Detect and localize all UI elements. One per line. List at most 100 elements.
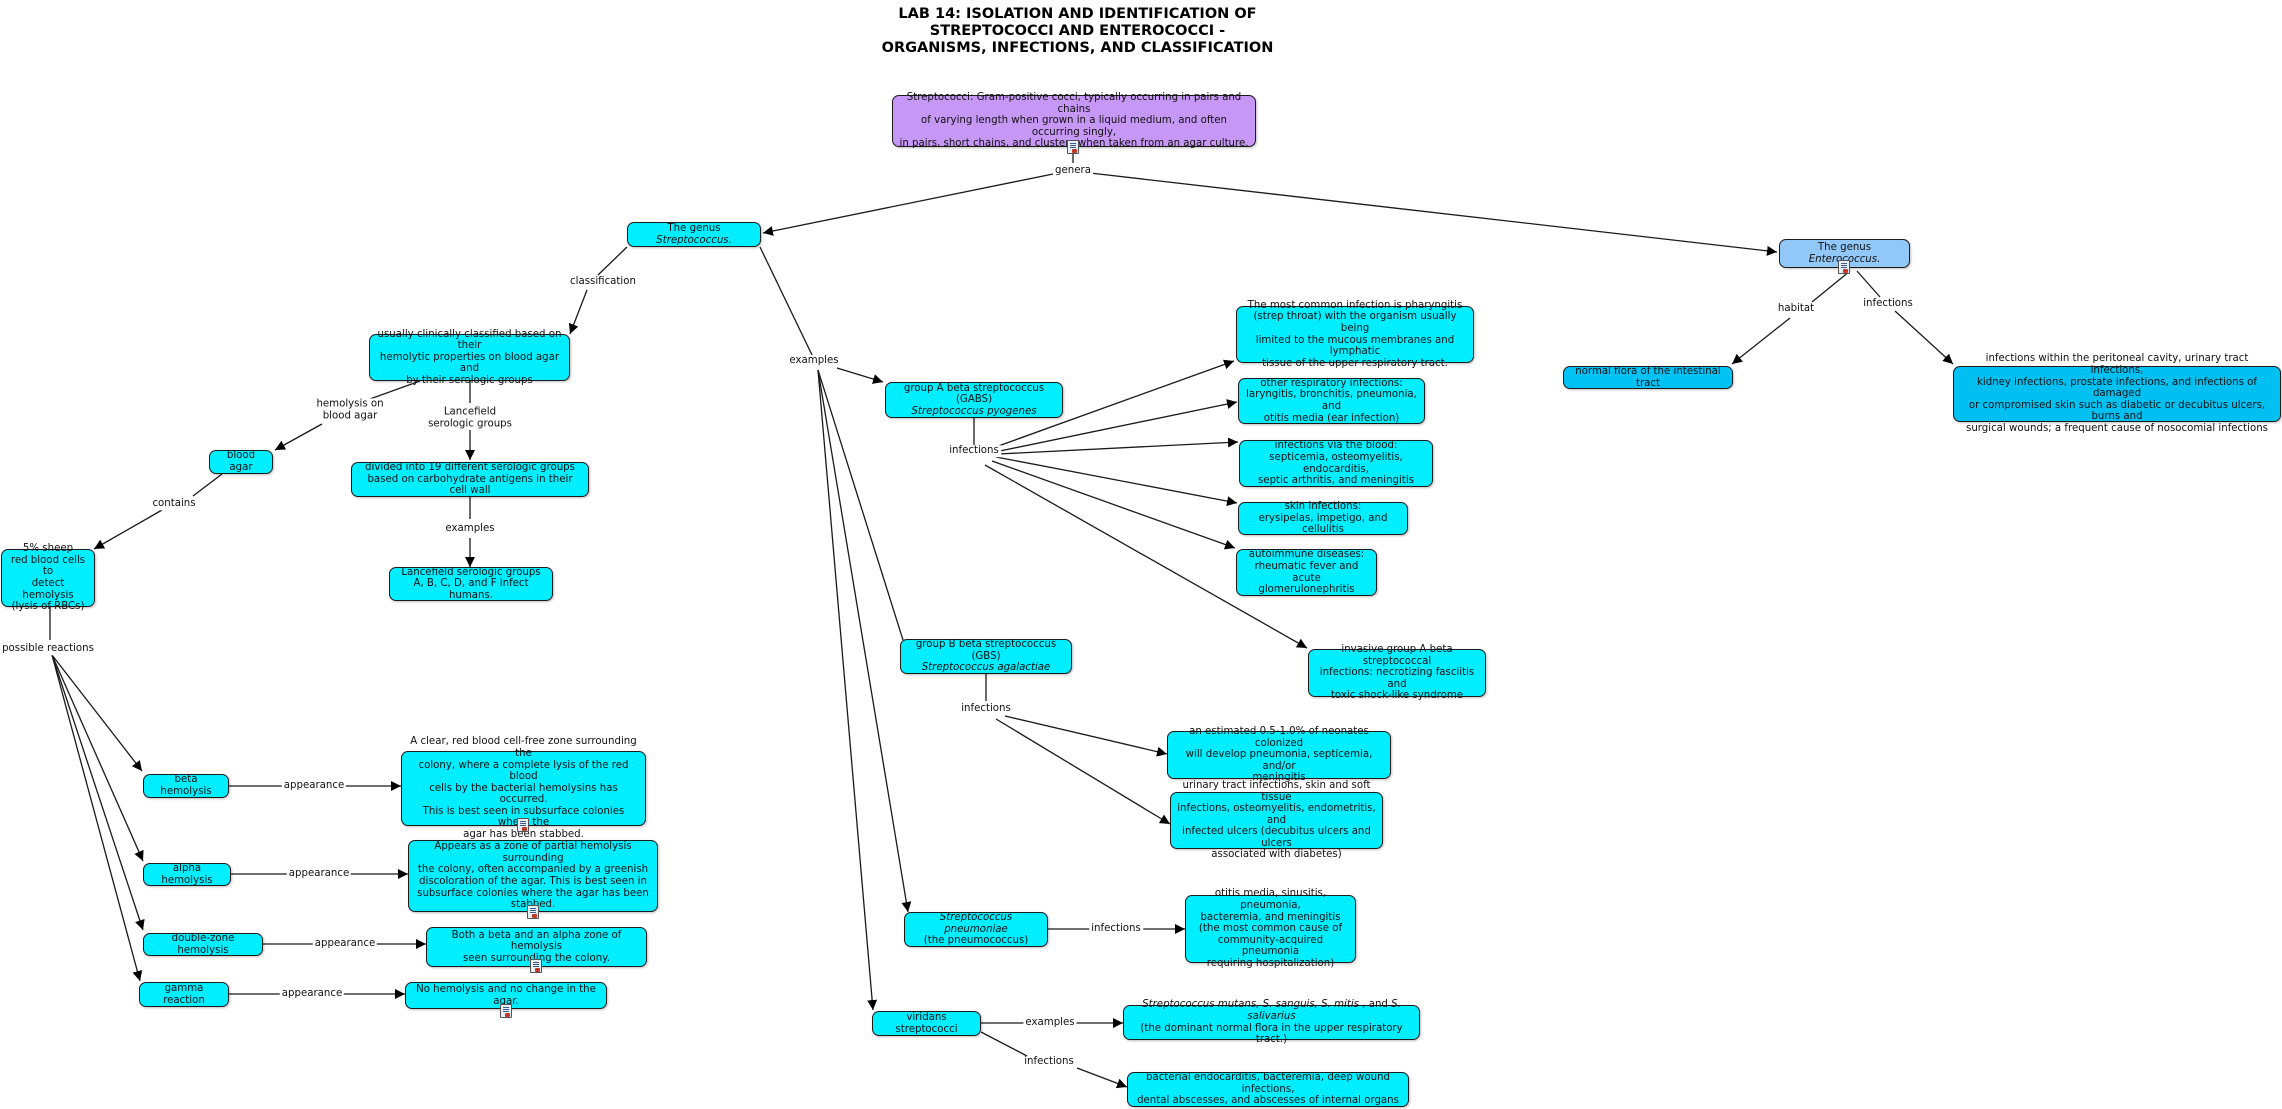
beta-hemolysis-text: beta hemolysis [160, 774, 212, 797]
respiratory-infections-concept[interactable]: other respiratory infections: laryngitis… [1238, 378, 1425, 424]
urinary-tract-infections-text: urinary tract infections, skin and soft … [1177, 779, 1376, 861]
genus-enterococcus-name: Enterococcus. [1808, 253, 1881, 265]
sheep-blood-concept[interactable]: 5% sheep red blood cells to detect hemol… [1, 543, 95, 612]
link-label-lancefield: Lancefield serologic groups [426, 406, 514, 430]
gamma-description-text: No hemolysis and no change in the agar. [416, 983, 596, 1007]
autoimmune-diseases-concept[interactable]: autoimmune diseases: rheumatic fever and… [1236, 549, 1377, 596]
link-label-infections-viridans: infections [1022, 1056, 1076, 1068]
diagram-title: LAB 14: ISOLATION AND IDENTIFICATION OF … [860, 6, 1295, 57]
viridans-streptococci-text: viridans streptococci [895, 1011, 958, 1035]
link-label-habitat: habitat [1775, 303, 1817, 315]
double-zone-description-text: Both a beta and an alpha zone of hemolys… [451, 929, 622, 964]
group-b-streptococcus-text: group B beta streptococcus (GBS) [915, 639, 1057, 662]
gamma-reaction-concept[interactable]: gamma reaction [139, 982, 229, 1007]
lancefield-groups-text: Lancefield serologic groups A, B, C, D, … [401, 566, 541, 601]
genus-streptococcus-concept[interactable]: The genus Streptococcus. [627, 222, 761, 247]
viridans-streptococci-concept[interactable]: viridans streptococci [872, 1011, 981, 1036]
beta-description-text: A clear, red blood cell-free zone surrou… [410, 736, 637, 841]
sheep-blood-text: 5% sheep red blood cells to detect hemol… [10, 543, 86, 613]
genus-enterococcus-prefix: The genus [1817, 241, 1872, 253]
link-label-examples-streptococcus: examples [787, 355, 841, 367]
link-label-infections-entero: infections [1861, 298, 1915, 310]
skin-infections-text: skin infections: erysipelas, impetigo, a… [1258, 501, 1388, 536]
clinically-classified-concept[interactable]: usually clinically classified based on t… [369, 329, 570, 386]
alpha-description-text: Appears as a zone of partial hemolysis s… [417, 841, 649, 910]
document-icon[interactable] [527, 905, 539, 919]
genus-enterococcus-concept[interactable]: The genus Enterococcus. [1779, 239, 1910, 268]
link-label-examples-viridans: examples [1023, 1017, 1077, 1029]
link-label-hemolysis: hemolysis on blood agar [314, 398, 386, 422]
alpha-hemolysis-concept[interactable]: alpha hemolysis [143, 863, 231, 886]
alpha-hemolysis-text: alpha hemolysis [161, 862, 213, 886]
link-label-contains: contains [150, 498, 198, 510]
beta-hemolysis-concept[interactable]: beta hemolysis [143, 774, 229, 798]
link-label-infections-gbs: infections [959, 703, 1013, 715]
pharyngitis-text: The most common infection is pharyngitis… [1247, 299, 1463, 369]
lancefield-groups-concept[interactable]: Lancefield serologic groups A, B, C, D, … [389, 567, 553, 601]
group-a-streptococcus-species: Streptococcus pyogenes [911, 405, 1037, 417]
genus-streptococcus-name: Streptococcus. [656, 234, 732, 246]
pneumococcus-common-name: (the pneumococcus) [923, 935, 1029, 947]
viridans-species-note: (the dominant normal flora in the upper … [1140, 1022, 1403, 1046]
urinary-tract-infections-concept[interactable]: urinary tract infections, skin and soft … [1170, 780, 1383, 860]
autoimmune-diseases-text: autoimmune diseases: rheumatic fever and… [1248, 549, 1365, 596]
gamma-description-concept[interactable]: No hemolysis and no change in the agar. [405, 982, 607, 1009]
genus-streptococcus-prefix: The genus [667, 222, 721, 234]
pneumococcus-infections-text: otitis media, sinusitis, pneumonia, bact… [1198, 888, 1343, 969]
normal-flora-concept[interactable]: normal flora of the intestinal tract [1563, 366, 1733, 389]
link-label-possible-reactions: possible reactions [0, 643, 96, 655]
streptococci-text: Streptococci: Gram-positive cocci, typic… [899, 92, 1249, 150]
skin-infections-concept[interactable]: skin infections: erysipelas, impetigo, a… [1238, 501, 1408, 536]
pneumococcus-concept[interactable]: Streptococcus pneumoniae (the pneumococc… [904, 912, 1048, 947]
serologic-groups-concept[interactable]: divided into 19 different serologic grou… [351, 462, 589, 497]
viridans-species-list: Streptococcus mutans, S. sanguis, S. mit… [1142, 999, 1359, 1011]
gamma-reaction-text: gamma reaction [163, 982, 205, 1006]
link-label-appearance-alpha: appearance [286, 868, 352, 880]
beta-description-concept[interactable]: A clear, red blood cell-free zone surrou… [401, 736, 646, 840]
link-label-appearance-gamma: appearance [279, 988, 345, 1000]
document-icon[interactable] [1838, 260, 1850, 274]
group-b-streptococcus-species: Streptococcus agalactiae [921, 662, 1051, 674]
blood-agar-text: blood agar [226, 450, 256, 473]
blood-agar-concept[interactable]: blood agar [209, 450, 273, 474]
double-zone-hemolysis-concept[interactable]: double-zone hemolysis [143, 933, 263, 956]
group-a-streptococcus-concept[interactable]: group A beta streptococcus (GABS) Strept… [885, 382, 1063, 418]
link-label-appearance-beta: appearance [281, 780, 347, 792]
group-b-streptococcus-concept[interactable]: group B beta streptococcus (GBS) Strepto… [900, 639, 1072, 674]
pneumococcus-infections-concept[interactable]: otitis media, sinusitis, pneumonia, bact… [1185, 888, 1356, 969]
clinically-classified-text: usually clinically classified based on t… [377, 328, 562, 386]
streptococci-concept[interactable]: Streptococci: Gram-positive cocci, typic… [892, 92, 1256, 150]
title-line-2: STREPTOCOCCI AND ENTEROCOCCI - [929, 23, 1226, 39]
link-label-examples-serologic: examples [443, 523, 497, 535]
viridans-species-conjunction: , and [1358, 999, 1392, 1011]
invasive-infections-concept[interactable]: invasive group A beta streptococcal infe… [1308, 644, 1486, 701]
blood-infections-concept[interactable]: infections via the blood: septicemia, os… [1239, 440, 1433, 487]
double-zone-hemolysis-text: double-zone hemolysis [171, 932, 235, 956]
neonates-concept[interactable]: an estimated 0.5-1.0% of neonates coloni… [1167, 726, 1391, 783]
group-a-streptococcus-text: group A beta streptococcus (GABS) [903, 382, 1045, 406]
viridans-examples-concept[interactable]: Streptococcus mutans, S. sanguis, S. mit… [1123, 999, 1420, 1045]
enterococcus-infections-concept[interactable]: infections within the peritoneal cavity,… [1953, 353, 2281, 434]
pharyngitis-concept[interactable]: The most common infection is pharyngitis… [1236, 300, 1474, 369]
link-label-appearance-double: appearance [312, 938, 378, 950]
viridans-infections-text: bacterial endocarditis, bacteremia, deep… [1137, 1072, 1399, 1107]
alpha-description-concept[interactable]: Appears as a zone of partial hemolysis s… [408, 840, 658, 912]
link-label-infections-pneumo: infections [1089, 923, 1143, 935]
enterococcus-infections-text: infections within the peritoneal cavity,… [1966, 353, 2268, 434]
document-icon[interactable] [500, 1004, 512, 1018]
invasive-infections-text: invasive group A beta streptococcal infe… [1319, 644, 1475, 702]
viridans-infections-concept[interactable]: bacterial endocarditis, bacteremia, deep… [1127, 1072, 1409, 1107]
title-line-3: ORGANISMS, INFECTIONS, AND CLASSIFICATIO… [881, 40, 1274, 56]
viridans-species-last: S. salivarius [1247, 999, 1401, 1022]
title-line-1: LAB 14: ISOLATION AND IDENTIFICATION OF [898, 6, 1257, 22]
respiratory-infections-text: other respiratory infections: laryngitis… [1246, 377, 1417, 424]
pneumococcus-species: Streptococcus pneumoniae [939, 912, 1013, 935]
document-icon[interactable] [1067, 140, 1079, 154]
document-icon[interactable] [530, 959, 542, 973]
document-icon[interactable] [517, 818, 529, 832]
link-label-infections-gabs: infections [947, 445, 1001, 457]
neonates-text: an estimated 0.5-1.0% of neonates coloni… [1185, 726, 1373, 784]
link-label-classification: classification [568, 276, 638, 288]
normal-flora-text: normal flora of the intestinal tract [1575, 365, 1721, 389]
